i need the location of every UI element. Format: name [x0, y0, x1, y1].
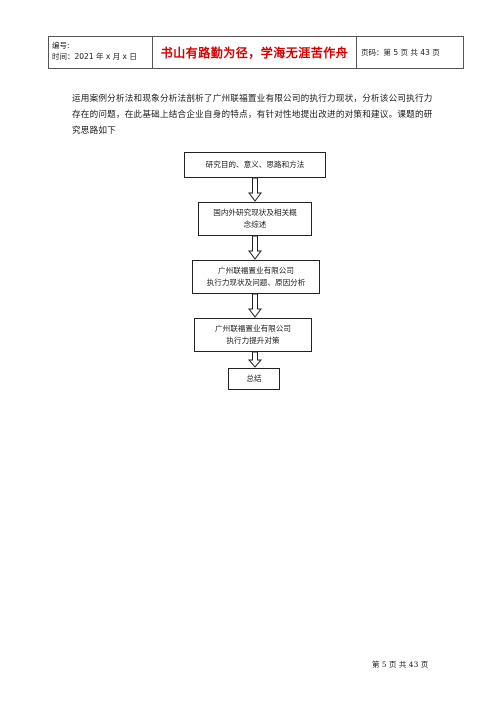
flow-step-4-line-2: 执行力提升对策	[226, 336, 280, 345]
flow-step-1: 研究目的、意义、思路和方法	[184, 152, 326, 178]
down-arrow-icon	[248, 352, 262, 368]
header-meta: 编号: 时间：2021 年 x 月 x 日	[49, 37, 153, 68]
flow-step-2-line-1: 国内外研究现状及相关概	[213, 208, 297, 217]
flow-step-1-text: 研究目的、意义、思路和方法	[205, 160, 305, 169]
time-label: 时间：2021 年 x 月 x 日	[52, 52, 137, 61]
page-footer: 第 5 页 共 43 页	[372, 660, 429, 669]
motto-text: 书山有路勤为径，学海无涯苦作舟	[160, 46, 349, 60]
down-arrow-icon	[248, 294, 262, 318]
watermark: ​	[150, 330, 192, 390]
header-page-cell: 页码：第 5 页 共 43 页	[357, 37, 463, 68]
down-arrow-icon	[248, 178, 262, 202]
flow-step-5: 总结	[228, 368, 280, 390]
flow-step-4-line-1: 广州联福置业有限公司	[215, 324, 291, 333]
flow-step-3: 广州联福置业有限公司 执行力现状及问题、原因分析	[192, 260, 320, 294]
flow-step-3-line-2: 执行力现状及问题、原因分析	[206, 278, 306, 287]
page-header: 编号: 时间：2021 年 x 月 x 日 书山有路勤为径，学海无涯苦作舟 页码…	[48, 36, 464, 69]
flow-step-3-line-1: 广州联福置业有限公司	[218, 266, 294, 275]
flow-step-2: 国内外研究现状及相关概 念综述	[198, 202, 312, 236]
down-arrow-icon	[248, 236, 262, 260]
flow-step-5-text: 总结	[246, 374, 262, 383]
header-motto-cell: 书山有路勤为径，学海无涯苦作舟	[153, 37, 357, 68]
flow-step-2-line-2: 念综述	[243, 220, 267, 229]
page-info: 页码：第 5 页 共 43 页	[361, 48, 440, 57]
body-paragraph: 运用案例分析法和现象分析法剖析了广州联福置业有限公司的执行力现状，分析该公司执行…	[72, 94, 433, 136]
number-label: 编号:	[52, 41, 70, 50]
flow-step-4: 广州联福置业有限公司 执行力提升对策	[194, 318, 312, 352]
